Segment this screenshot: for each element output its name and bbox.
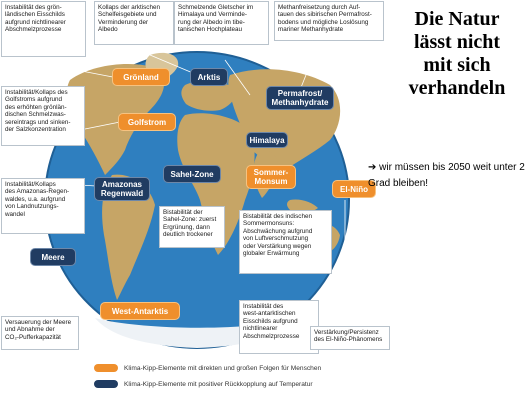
- legend-swatch-blue: [94, 380, 118, 388]
- label-groenland: Grönland: [112, 68, 170, 86]
- legend-label-orange: Klima-Kipp-Elemente mit direkten und gro…: [124, 364, 322, 372]
- legend-swatch-orange: [94, 364, 118, 372]
- label-golfstrom: Golfstrom: [118, 113, 176, 131]
- land-south-america: [102, 174, 155, 300]
- headline: Die Natur lässt nicht mit sich verhandel…: [408, 8, 506, 99]
- label-west-antarktis: West-Antarktis: [100, 302, 180, 320]
- desc-arktis: Kollaps der arktischen Schelfeisgebiete …: [94, 1, 174, 45]
- land-africa: [177, 113, 255, 256]
- legend-label-blue: Klima-Kipp-Elemente mit positiver Rückko…: [124, 380, 313, 388]
- label-permafrost: Permafrost/ Methanhydrate: [266, 86, 334, 110]
- desc-groenland: Instabilität des grön- ländischen Eissch…: [1, 1, 86, 57]
- label-himalaya: Himalaya: [246, 132, 288, 148]
- legend-orange: Klima-Kipp-Elemente mit direkten und gro…: [94, 364, 321, 372]
- note-text: wir müssen bis 2050 weit unter 2 Grad bl…: [368, 162, 525, 189]
- desc-west-antarktis: Instabilität des west-antarktischen Eiss…: [239, 300, 319, 354]
- desc-golfstrom: Instabilität/Kollaps des Golfstroms aufg…: [1, 86, 85, 146]
- desc-meere: Versauerung der Meere und Abnahme der CO…: [1, 316, 79, 350]
- label-amazonas: Amazonas Regenwald: [94, 177, 150, 201]
- desc-himalaya: Schmelzende Gletscher im Himalaya und Ve…: [174, 1, 269, 45]
- desc-monsun: Bistabilität des indischen Sommermonsuns…: [239, 210, 332, 274]
- desc-permafrost: Methanfreisetzung durch Auf- tauen des s…: [274, 1, 384, 41]
- label-meere: Meere: [30, 248, 76, 266]
- legend-blue: Klima-Kipp-Elemente mit positiver Rückko…: [94, 380, 313, 388]
- desc-el-nino: Verstärkung/Persistenz des El-Niño-Phäno…: [310, 326, 390, 350]
- arrow-icon: ➔: [368, 162, 377, 173]
- note: ➔ wir müssen bis 2050 weit unter 2 Grad …: [368, 160, 528, 192]
- label-sahel: Sahel-Zone: [163, 165, 221, 183]
- land-north-america: [66, 64, 165, 175]
- label-monsun: Sommer- Monsum: [246, 165, 296, 189]
- label-el-nino: El-Niño: [332, 180, 376, 198]
- desc-sahel: Bistabilität der Sahel-Zone: zuerst Ergr…: [159, 206, 225, 248]
- land-indonesia: [287, 199, 318, 213]
- label-arktis: Arktis: [190, 68, 228, 86]
- desc-amazonas: Instabilität/Kollaps des Amazonas-Regen-…: [1, 178, 85, 234]
- land-europe: [181, 80, 236, 111]
